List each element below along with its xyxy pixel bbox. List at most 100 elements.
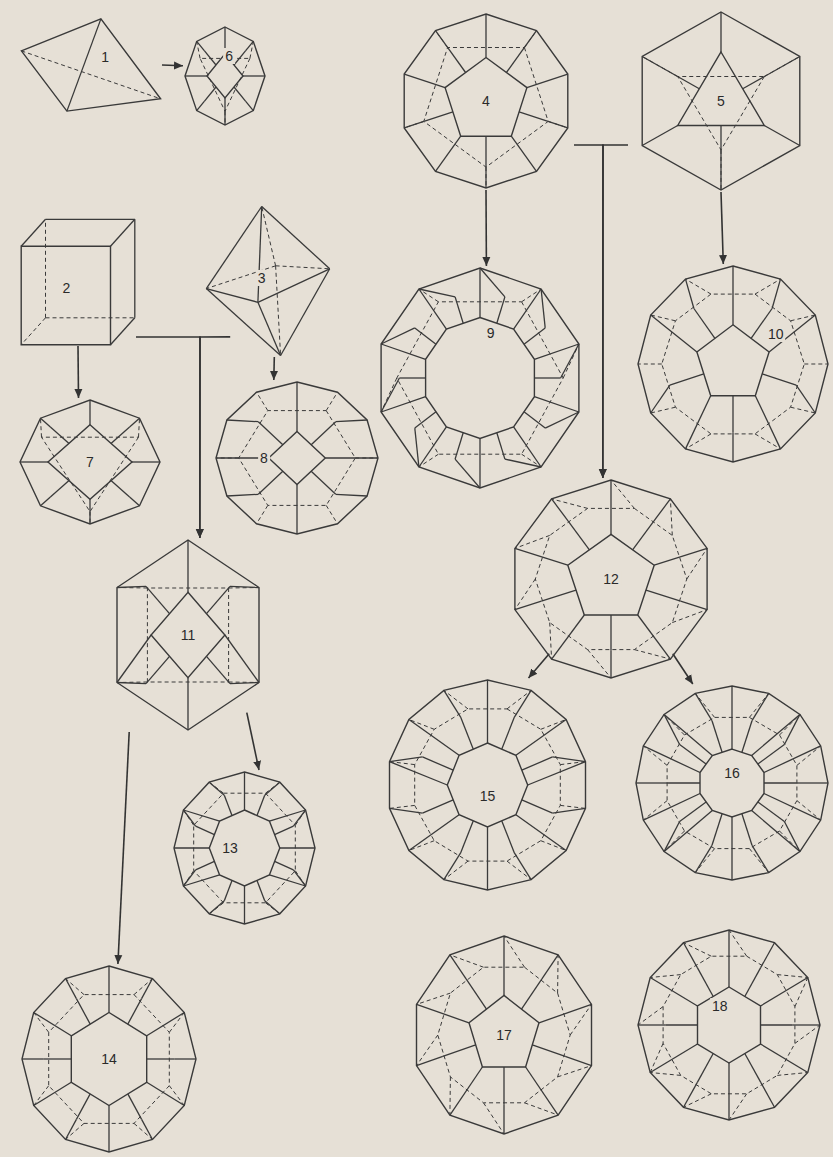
solid-edge bbox=[142, 979, 153, 999]
solid-edge bbox=[205, 87, 217, 101]
solid-edge bbox=[664, 811, 712, 852]
hidden-edge bbox=[419, 454, 439, 467]
solid-edge bbox=[207, 656, 231, 683]
solid-edge bbox=[262, 207, 330, 269]
solid-edge bbox=[209, 901, 224, 914]
solid-edge bbox=[206, 207, 261, 289]
derivation-arrow bbox=[529, 654, 550, 678]
polyhedron-drawing bbox=[205, 205, 331, 357]
solid-edge bbox=[185, 75, 207, 76]
hidden-edge bbox=[21, 318, 45, 345]
callout-number: 16 bbox=[722, 765, 742, 781]
solid-edge bbox=[205, 51, 217, 65]
solid-edge bbox=[642, 57, 660, 67]
solid-edge bbox=[524, 412, 545, 428]
derivation-arrow bbox=[247, 713, 259, 770]
solid-edge bbox=[147, 1082, 185, 1105]
solid-edge bbox=[728, 1063, 729, 1120]
polyhedron-outline bbox=[638, 930, 820, 1120]
solid-edge bbox=[117, 586, 146, 587]
polyhedron-outline bbox=[22, 966, 196, 1152]
solid-edge bbox=[44, 1058, 72, 1059]
solid-edge bbox=[732, 266, 733, 325]
hidden-edge bbox=[66, 1123, 85, 1139]
polyhedron-figure: 17 bbox=[410, 934, 598, 1136]
solid-edge bbox=[761, 1024, 793, 1025]
solid-edge bbox=[515, 601, 542, 609]
solid-edge bbox=[419, 427, 447, 467]
solid-edge bbox=[633, 521, 654, 550]
hidden-edge bbox=[670, 499, 672, 536]
solid-edge bbox=[183, 810, 195, 826]
solid-edge bbox=[415, 428, 419, 467]
solid-edge bbox=[522, 979, 542, 1009]
hidden-edge bbox=[444, 690, 468, 709]
solid-edge bbox=[534, 397, 579, 412]
solid-edge bbox=[311, 422, 336, 445]
solid-edge bbox=[764, 126, 800, 146]
polyhedron-outline bbox=[638, 266, 828, 462]
solid-edge bbox=[146, 656, 170, 683]
solid-edge bbox=[147, 1058, 175, 1059]
solid-edge bbox=[610, 615, 611, 651]
hidden-edge bbox=[229, 587, 259, 589]
hidden-edge bbox=[262, 207, 276, 266]
solid-edge bbox=[745, 967, 761, 996]
solid-edge bbox=[336, 420, 367, 422]
solid-edge bbox=[246, 41, 254, 51]
solid-edge bbox=[610, 651, 611, 678]
solid-edge bbox=[772, 279, 780, 308]
polyhedron-outline bbox=[390, 680, 586, 890]
solid-edge bbox=[667, 782, 700, 783]
hidden-edge bbox=[390, 805, 415, 808]
hidden-edge bbox=[638, 364, 662, 365]
solid-edge bbox=[764, 794, 821, 821]
polyhedron-outline bbox=[417, 936, 592, 1134]
solid-edge bbox=[541, 289, 545, 328]
solid-edge bbox=[50, 427, 69, 444]
solid-edge bbox=[381, 344, 426, 359]
solid-edge bbox=[502, 821, 515, 853]
polyhedron-outline bbox=[404, 14, 568, 188]
solid-edge bbox=[660, 67, 699, 89]
solid-edge bbox=[636, 782, 667, 783]
solid-edge bbox=[664, 822, 680, 852]
hidden-edge bbox=[570, 1004, 591, 1035]
solid-edge bbox=[650, 1044, 697, 1073]
hidden-edge bbox=[397, 302, 563, 454]
solid-edge bbox=[444, 690, 461, 717]
solid-edge bbox=[111, 481, 130, 498]
solid-edge bbox=[209, 782, 224, 795]
solid-edge bbox=[680, 802, 707, 822]
polyhedron-figure: 4 bbox=[398, 12, 574, 190]
solid-edge bbox=[207, 586, 231, 613]
solid-edge bbox=[686, 279, 694, 308]
polyhedron-figure: 5 bbox=[628, 10, 814, 192]
callout-number: 6 bbox=[223, 48, 235, 64]
solid-edge bbox=[732, 433, 733, 462]
solid-edge bbox=[761, 943, 775, 968]
solid-edge bbox=[234, 51, 246, 65]
hidden-edge bbox=[45, 219, 46, 317]
solid-edge bbox=[764, 746, 821, 773]
solid-edge bbox=[455, 297, 463, 323]
hidden-edge bbox=[486, 167, 487, 188]
solid-edge bbox=[796, 385, 815, 413]
solid-edge bbox=[742, 721, 752, 753]
callout-number: 9 bbox=[485, 325, 497, 341]
solid-edge bbox=[752, 845, 769, 872]
solid-edge bbox=[381, 378, 399, 412]
solid-edge bbox=[503, 936, 504, 995]
solid-edge bbox=[443, 1045, 476, 1057]
solid-edge bbox=[638, 615, 671, 659]
solid-edge bbox=[130, 497, 140, 506]
solid-edge bbox=[419, 289, 455, 297]
hidden-edge bbox=[795, 1025, 820, 1043]
solid-edge bbox=[497, 433, 505, 459]
solid-edge bbox=[230, 683, 259, 684]
solid-edge bbox=[296, 382, 297, 431]
solid-edge bbox=[793, 1024, 820, 1025]
solid-edge bbox=[41, 497, 51, 506]
solid-edge bbox=[20, 461, 48, 462]
polyhedron-drawing bbox=[183, 25, 267, 127]
